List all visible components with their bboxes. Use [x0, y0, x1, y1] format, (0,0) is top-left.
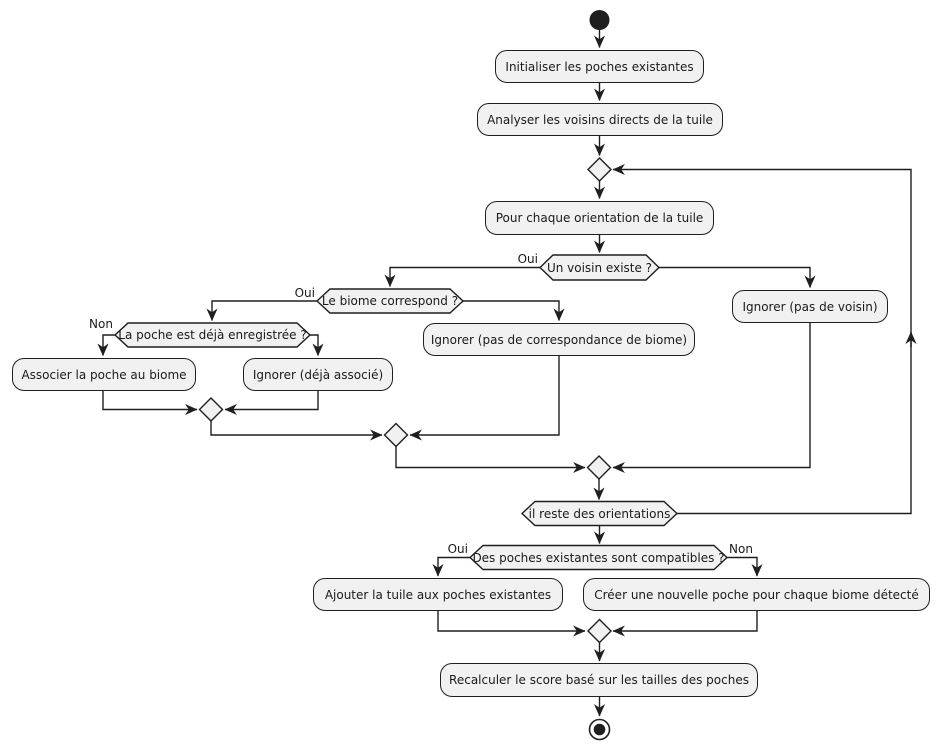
activity-recalculer-score: Recalculer le score basé sur les tailles… — [440, 663, 758, 697]
activity-ignorer-pas-correspondance: Ignorer (pas de correspondance de biome) — [423, 323, 695, 356]
activity-ignorer-deja-associe: Ignorer (déjà associé) — [243, 358, 393, 391]
branch-label-oui-un-voisin: Oui — [517, 252, 538, 266]
edge-merge3-merge4 — [395, 446, 586, 474]
edge-biome-ignorer-correspondance — [463, 300, 565, 322]
edge-unvoisin-ignorer-pas-voisin — [659, 266, 816, 289]
edge-biome-oui-poche — [206, 300, 317, 322]
activity-creer-nouvelle-poche: Créer une nouvelle poche pour chaque bio… — [583, 578, 930, 611]
activity-associer-poche: Associer la poche au biome — [12, 358, 196, 391]
end-node — [588, 718, 611, 741]
activity-ajouter-tuile: Ajouter la tuile aux poches existantes — [313, 578, 563, 611]
activity-pour-chaque-orientation: Pour chaque orientation de la tuile — [485, 201, 714, 235]
edge-compatibles-oui-ajouter — [432, 556, 470, 577]
edge-creer-merge5 — [612, 611, 758, 637]
activity-initialiser-poches: Initialiser les poches existantes — [495, 50, 704, 83]
merge-diamond-poche — [198, 397, 224, 422]
edge-merge2-merge3 — [210, 421, 383, 441]
start-node — [589, 10, 610, 30]
branch-label-non-compatibles: Non — [729, 542, 753, 556]
edge-poche-non-associer — [97, 334, 115, 357]
edge-ignorercorrespondance-merge3 — [409, 356, 560, 441]
branch-label-non-poche: Non — [89, 317, 113, 331]
edge-associer-merge2 — [102, 391, 198, 416]
decision-il-reste-orientations — [520, 500, 679, 527]
edge-ajouter-merge5 — [437, 611, 586, 637]
edge-ignorerassocie-merge2 — [224, 391, 319, 416]
decision-poche-deja-enregistree — [113, 322, 312, 348]
activity-ignorer-pas-voisin: Ignorer (pas de voisin) — [732, 290, 888, 323]
branch-label-oui-biome: Oui — [294, 286, 315, 300]
edge-poche-ignorer-associe — [310, 334, 324, 357]
merge-diamond-biome — [383, 422, 409, 448]
merge-diamond-voisin — [586, 455, 612, 480]
edge-ignorerpasvoisin-merge4 — [612, 322, 811, 474]
decision-le-biome-correspond — [315, 288, 465, 314]
activity-analyser-voisins: Analyser les voisins directs de la tuile — [477, 103, 723, 136]
merge-diamond-loop-top — [587, 157, 612, 182]
decision-poches-compatibles — [468, 544, 729, 571]
edge-compatibles-non-creer — [727, 556, 763, 577]
merge-diamond-compatibles — [587, 618, 612, 644]
decision-un-voisin-existe — [538, 254, 661, 281]
branch-label-oui-compatibles: Oui — [447, 542, 468, 556]
edge-unvoisin-oui-biome — [384, 266, 540, 288]
